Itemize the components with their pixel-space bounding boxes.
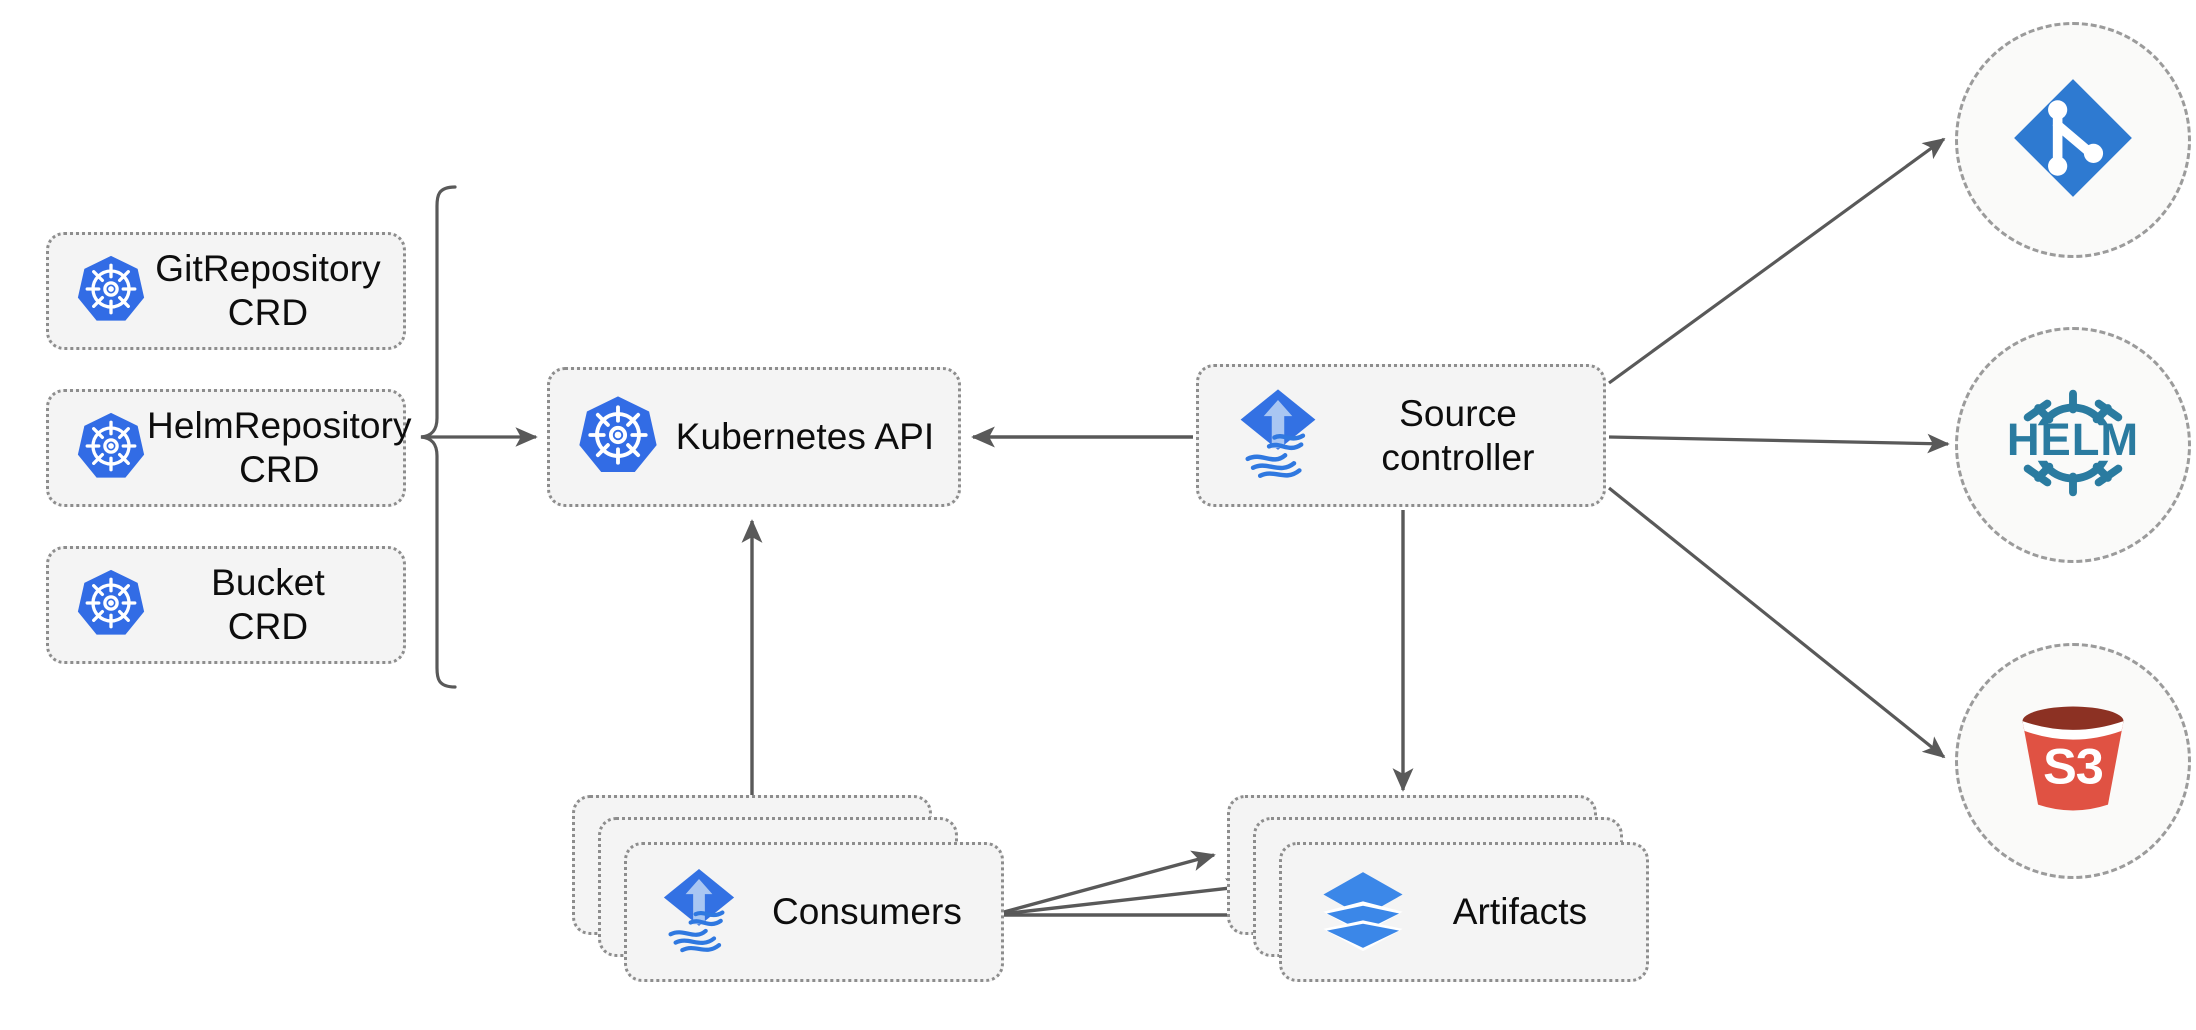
crd-card-helmrepository[interactable]: HelmRepository CRD — [46, 389, 411, 507]
node-label: Artifacts — [1452, 891, 1588, 933]
git-icon — [2009, 74, 2137, 207]
flux-icon — [1233, 384, 1323, 487]
artifacts-stack: Artifacts — [1227, 795, 1687, 995]
source-circle-helm[interactable]: HELM — [1955, 327, 2191, 563]
consumers-stack: Consumers — [572, 795, 1032, 995]
s3-bucket-icon: S3 — [2005, 695, 2141, 828]
node-label: Kubernetes API — [675, 416, 935, 458]
source-circle-s3[interactable]: S3 — [1955, 643, 2191, 879]
node-artifacts[interactable]: Artifacts — [1279, 842, 1649, 982]
kubernetes-icon — [576, 393, 660, 482]
node-source-controller[interactable]: Source controller — [1196, 364, 1606, 507]
edge-consumers-to-artifacts-2 — [992, 878, 1250, 917]
node-label: Consumers — [771, 891, 963, 933]
node-label: Source controller — [1381, 392, 1535, 478]
edge-source-controller-to-git — [1608, 137, 1946, 385]
layers-icon — [1320, 867, 1406, 958]
crd-card-gitrepository[interactable]: GitRepository CRD — [46, 232, 406, 350]
crd-label: HelmRepository CRD — [147, 405, 412, 490]
s3-wordmark: S3 — [2043, 737, 2103, 794]
source-circle-git[interactable] — [1955, 22, 2191, 258]
node-consumers[interactable]: Consumers — [624, 842, 1004, 982]
edge-consumers-to-artifacts-1 — [992, 850, 1216, 917]
helm-icon: HELM — [2004, 374, 2142, 517]
flux-icon — [657, 864, 741, 961]
crd-label: Bucket CRD — [211, 562, 325, 647]
crd-label: GitRepository CRD — [155, 248, 381, 333]
helm-wordmark: HELM — [2007, 413, 2139, 464]
kubernetes-icon — [75, 567, 147, 644]
crd-card-bucket[interactable]: Bucket CRD — [46, 546, 406, 664]
node-kubernetes-api[interactable]: Kubernetes API — [547, 367, 961, 507]
edge-source-controller-to-helm — [1608, 433, 1950, 454]
kubernetes-icon — [75, 253, 147, 330]
edge-source-controller-to-s3 — [1607, 486, 1946, 759]
kubernetes-icon — [75, 410, 147, 487]
